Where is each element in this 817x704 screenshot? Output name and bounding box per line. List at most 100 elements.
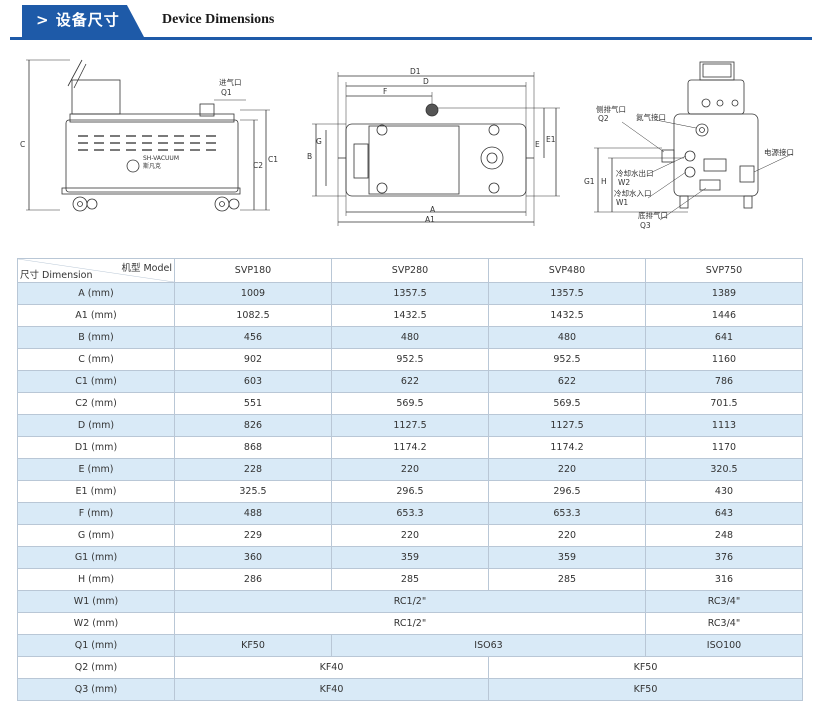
label-w1: W1: [616, 198, 629, 207]
label-a: A: [430, 205, 436, 214]
table-cell: 653.3: [488, 502, 646, 525]
table-cell-merged: KF50: [488, 678, 803, 701]
model-header: SVP480: [488, 258, 646, 283]
table-row: A (mm) 1009 1357.5 1357.5 1389: [17, 282, 803, 305]
table-cell: RC3/4": [645, 590, 803, 613]
row-label: W1 (mm): [17, 590, 175, 613]
table-cell: 643: [645, 502, 803, 525]
table-row-q2: Q2 (mm) KF40 KF50: [17, 656, 803, 679]
label-d1: D1: [410, 67, 421, 76]
model-header: SVP180: [174, 258, 332, 283]
label-e: E: [535, 140, 540, 149]
header-title-cn: > 设备尺寸: [36, 11, 120, 29]
table-cell: 569.5: [331, 392, 489, 415]
table-cell: 641: [645, 326, 803, 349]
table-cell: 902: [174, 348, 332, 371]
table-row: B (mm) 456 480 480 641: [17, 326, 803, 349]
table-header-row: 机型 Model 尺寸 Dimension SVP180 SVP280 SVP4…: [17, 258, 803, 283]
corner-dimension-label: 尺寸 Dimension: [20, 270, 93, 281]
table-cell: 1127.5: [488, 414, 646, 437]
dimension-table: 机型 Model 尺寸 Dimension SVP180 SVP280 SVP4…: [17, 258, 803, 701]
table-cell: 1082.5: [174, 304, 332, 327]
table-cell-merged: RC1/2": [174, 590, 646, 613]
table-row: C1 (mm) 603 622 622 786: [17, 370, 803, 393]
table-row-q3: Q3 (mm) KF40 KF50: [17, 678, 803, 701]
row-label: A (mm): [17, 282, 175, 305]
table-cell: 480: [331, 326, 489, 349]
label-h: H: [601, 177, 607, 186]
table-cell: 551: [174, 392, 332, 415]
row-label: B (mm): [17, 326, 175, 349]
table-cell: 325.5: [174, 480, 332, 503]
label-g1: G1: [584, 177, 595, 186]
table-cell-merged: ISO63: [331, 634, 646, 657]
table-cell: 376: [645, 546, 803, 569]
table-cell: 488: [174, 502, 332, 525]
table-cell: 701.5: [645, 392, 803, 415]
table-row: F (mm) 488 653.3 653.3 643: [17, 502, 803, 525]
label-w2: W2: [618, 178, 631, 187]
table-cell: 316: [645, 568, 803, 591]
table-cell: KF50: [174, 634, 332, 657]
table-cell: 1174.2: [331, 436, 489, 459]
section-header: > 设备尺寸 Device Dimensions: [0, 0, 817, 42]
table-cell: 1357.5: [331, 282, 489, 305]
label-water-in-cn: 冷却水入口: [614, 189, 652, 198]
table-cell-merged: KF50: [488, 656, 803, 679]
table-cell: 285: [488, 568, 646, 591]
table-cell: 1113: [645, 414, 803, 437]
table-corner-cell: 机型 Model 尺寸 Dimension: [17, 258, 175, 283]
label-g: G: [316, 137, 322, 146]
label-e1: E1: [546, 135, 556, 144]
drawings-svg: [26, 59, 793, 226]
table-cell: 1127.5: [331, 414, 489, 437]
row-label: E (mm): [17, 458, 175, 481]
table-cell: 480: [488, 326, 646, 349]
side-view-drawing: [26, 59, 270, 212]
table-cell: 1170: [645, 436, 803, 459]
table-cell: 1009: [174, 282, 332, 305]
row-label: F (mm): [17, 502, 175, 525]
label-q1: Q1: [221, 88, 232, 97]
row-label: C (mm): [17, 348, 175, 371]
label-c2: C2: [253, 161, 264, 170]
label-bottom-exhaust-cn: 底排气口: [638, 211, 668, 220]
table-cell: 952.5: [331, 348, 489, 371]
label-c1: C1: [268, 155, 279, 164]
brand-logo-text-cn: 斯凡克: [143, 163, 162, 170]
label-b: B: [307, 152, 313, 161]
table-cell: RC3/4": [645, 612, 803, 635]
table-row: G (mm) 229 220 220 248: [17, 524, 803, 547]
table-cell: 826: [174, 414, 332, 437]
table-row-w2: W2 (mm) RC1/2" RC3/4": [17, 612, 803, 635]
table-row: C (mm) 902 952.5 952.5 1160: [17, 348, 803, 371]
label-f: F: [383, 87, 388, 96]
table-row: A1 (mm) 1082.5 1432.5 1432.5 1446: [17, 304, 803, 327]
row-label: Q3 (mm): [17, 678, 175, 701]
row-label: Q1 (mm): [17, 634, 175, 657]
header-title-en: Device Dimensions: [162, 12, 275, 27]
table-cell: 220: [488, 524, 646, 547]
table-cell: 622: [488, 370, 646, 393]
label-d: D: [423, 77, 429, 86]
table-row-w1: W1 (mm) RC1/2" RC3/4": [17, 590, 803, 613]
table-row: C2 (mm) 551 569.5 569.5 701.5: [17, 392, 803, 415]
table-cell: 1174.2: [488, 436, 646, 459]
table-row: D (mm) 826 1127.5 1127.5 1113: [17, 414, 803, 437]
corner-model-label: 机型 Model: [121, 263, 172, 274]
label-water-out-cn: 冷却水出口: [616, 169, 654, 178]
label-side-exhaust-cn: 侧排气口: [596, 105, 626, 114]
model-header: SVP750: [645, 258, 803, 283]
table-row-q1: Q1 (mm) KF50 ISO63 ISO100: [17, 634, 803, 657]
table-cell-merged: KF40: [174, 656, 489, 679]
row-label: A1 (mm): [17, 304, 175, 327]
table-cell: 360: [174, 546, 332, 569]
table-cell: 229: [174, 524, 332, 547]
table-cell: 786: [645, 370, 803, 393]
table-row: E (mm) 228 220 220 320.5: [17, 458, 803, 481]
table-cell: 868: [174, 436, 332, 459]
model-header: SVP280: [331, 258, 489, 283]
table-cell: 220: [488, 458, 646, 481]
table-cell: 286: [174, 568, 332, 591]
table-cell: 248: [645, 524, 803, 547]
